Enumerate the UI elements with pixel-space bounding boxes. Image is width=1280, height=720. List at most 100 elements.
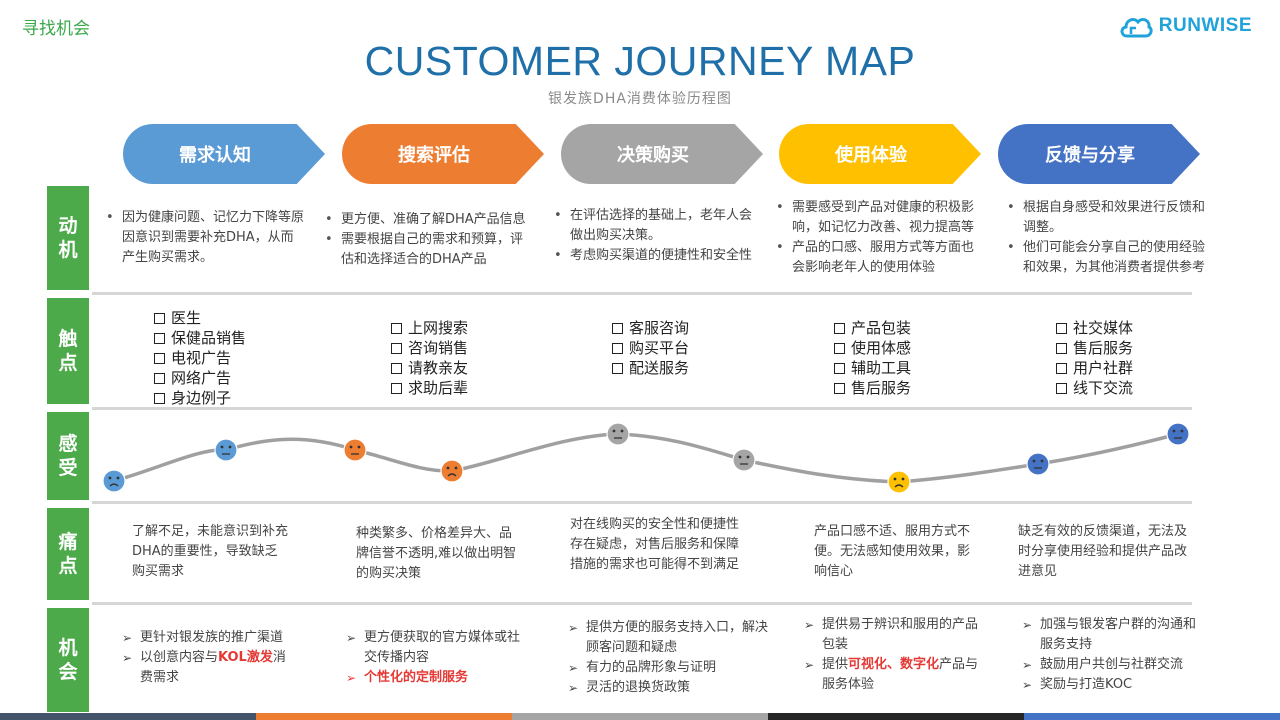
row-label-pain-points: 痛点 — [47, 508, 89, 600]
list-item: 奖励与打造KOC — [1022, 675, 1198, 695]
list-item: 购买平台 — [612, 338, 689, 358]
checkbox-icon — [154, 312, 165, 324]
runwise-logo: RUNWISE — [1119, 12, 1252, 40]
list-item: 使用体感 — [834, 338, 911, 358]
row-divider — [92, 292, 1192, 295]
list-item: 售后服务 — [834, 378, 911, 398]
list-item: 个性化的定制服务 — [346, 668, 524, 688]
stage-feedback-share: 反馈与分享 — [998, 124, 1200, 184]
checkbox-icon — [612, 362, 623, 374]
checkbox-icon — [391, 342, 402, 354]
list-item: 网络广告 — [154, 368, 246, 388]
list-item: 提供方便的服务支持入口，解决顾客问题和疑虑 — [568, 618, 768, 658]
pain-point-5: 缺乏有效的反馈渠道，无法及时分享使用经验和提供产品改进意见 — [1018, 524, 1188, 579]
list-item: 上网搜索 — [391, 318, 468, 338]
emotion-face-neutral-icon — [606, 422, 630, 446]
list-item: 产品包装 — [834, 318, 911, 338]
checkbox-icon — [154, 352, 165, 364]
row-divider — [92, 501, 1192, 504]
checkbox-icon — [1056, 382, 1067, 394]
list-item: 请教亲友 — [391, 358, 468, 378]
stage-demand-awareness: 需求认知 — [123, 124, 325, 184]
list-item: 他们可能会分享自己的使用经验和效果，为其他消费者提供参考 — [1005, 238, 1211, 278]
emotion-face-sad-icon — [887, 470, 911, 494]
emotion-face-sad-icon — [102, 469, 126, 493]
list-item: 需要根据自己的需求和预算，评估和选择适合的DHA产品 — [323, 230, 531, 270]
emotion-face-neutral-icon — [1026, 452, 1050, 476]
checkbox-icon — [154, 392, 165, 404]
checkbox-icon — [834, 362, 845, 374]
stage-usage-experience: 使用体验 — [779, 124, 981, 184]
checkbox-icon — [391, 382, 402, 394]
list-item: 辅助工具 — [834, 358, 911, 378]
stage-decision-purchase: 决策购买 — [561, 124, 763, 184]
list-item: 身边例子 — [154, 388, 246, 408]
row-label-feelings: 感受 — [47, 412, 89, 500]
checkbox-icon — [834, 322, 845, 334]
row-label-touchpoints: 触点 — [47, 298, 89, 404]
emotion-face-neutral-icon — [214, 438, 238, 462]
emotion-face-neutral-icon — [732, 448, 756, 472]
list-item: 需要感受到产品对健康的积极影响，如记忆力改善、视力提高等 — [774, 198, 984, 238]
list-item: 产品的口感、服用方式等方面也会影响老年人的使用体验 — [774, 238, 984, 278]
touchpoints-list-5: 社交媒体 售后服务 用户社群 线下交流 — [1056, 318, 1133, 398]
pain-point-4: 产品口感不适、服用方式不便。无法感知使用效果，影响信心 — [814, 524, 971, 579]
logo-text: RUNWISE — [1158, 15, 1252, 36]
list-item: 考虑购买渠道的便捷性和安全性 — [552, 246, 756, 266]
list-item: 有力的品牌形象与证明 — [568, 658, 768, 678]
checkbox-icon — [1056, 322, 1067, 334]
list-item: 以创意内容与KOL激发消费需求 — [122, 648, 298, 688]
list-item: 配送服务 — [612, 358, 689, 378]
list-item: 根据自身感受和效果进行反馈和调整。 — [1005, 198, 1211, 238]
list-item: 灵活的退换货政策 — [568, 678, 768, 698]
checkbox-icon — [1056, 342, 1067, 354]
motivation-cell-5: 根据自身感受和效果进行反馈和调整。他们可能会分享自己的使用经验和效果，为其他消费… — [1005, 198, 1211, 278]
list-item: 因为健康问题、记忆力下降等原因意识到需要补充DHA，从而产生购买需求。 — [104, 208, 304, 268]
motivation-cell-1: 因为健康问题、记忆力下降等原因意识到需要补充DHA，从而产生购买需求。 — [104, 208, 304, 268]
footer-bar-segment — [0, 713, 256, 720]
list-item: 咨询销售 — [391, 338, 468, 358]
list-item: 电视广告 — [154, 348, 246, 368]
corner-title: 寻找机会 — [22, 19, 90, 39]
list-item: 线下交流 — [1056, 378, 1133, 398]
list-item: 加强与银发客户群的沟通和服务支持 — [1022, 615, 1198, 655]
page-title: CUSTOMER JOURNEY MAP — [364, 38, 916, 84]
motivation-cell-3: 在评估选择的基础上，老年人会做出购买决策。考虑购买渠道的便捷性和安全性 — [552, 206, 756, 266]
checkbox-icon — [154, 332, 165, 344]
row-label-opportunity: 机会 — [47, 608, 89, 712]
row-divider — [92, 602, 1192, 605]
cloud-logo-icon — [1120, 18, 1153, 38]
checkbox-icon — [612, 342, 623, 354]
row-divider — [92, 407, 1192, 410]
footer-bar-segment — [512, 713, 768, 720]
list-item: 在评估选择的基础上，老年人会做出购买决策。 — [552, 206, 756, 246]
emotion-face-neutral-icon — [1166, 422, 1190, 446]
opportunity-cell-1: 更针对银发族的推广渠道 以创意内容与KOL激发消费需求 — [122, 628, 298, 688]
opportunity-cell-3: 提供方便的服务支持入口，解决顾客问题和疑虑 有力的品牌形象与证明 灵活的退换货政… — [568, 618, 768, 698]
opportunity-cell-2: 更方便获取的官方媒体或社交传播内容 个性化的定制服务 — [346, 628, 524, 688]
checkbox-icon — [391, 362, 402, 374]
footer-bar-segment — [1024, 713, 1280, 720]
list-item: 社交媒体 — [1056, 318, 1133, 338]
checkbox-icon — [612, 322, 623, 334]
opportunity-cell-4: 提供易于辨识和服用的产品包装 提供可视化、数字化产品与服务体验 — [804, 615, 990, 695]
list-item: 用户社群 — [1056, 358, 1133, 378]
touchpoints-list-4: 产品包装 使用体感 辅助工具 售后服务 — [834, 318, 911, 398]
list-item: 鼓励用户共创与社群交流 — [1022, 655, 1198, 675]
list-item: 求助后辈 — [391, 378, 468, 398]
checkbox-icon — [834, 382, 845, 394]
pain-point-1: 了解不足，未能意识到补充DHA的重要性，导致缺乏购买需求 — [132, 524, 289, 579]
touchpoints-list-2: 上网搜索 咨询销售 请教亲友 求助后辈 — [391, 318, 468, 398]
list-item: 更方便获取的官方媒体或社交传播内容 — [346, 628, 524, 668]
list-item: 提供可视化、数字化产品与服务体验 — [804, 655, 990, 695]
emotion-face-sad-icon — [440, 459, 464, 483]
checkbox-icon — [834, 342, 845, 354]
touchpoints-list-1: 医生 保健品销售 电视广告 网络广告 身边例子 — [154, 308, 246, 408]
pain-point-2: 种类繁多、价格差异大、品牌信誉不透明,难以做出明智的购买决策 — [356, 526, 517, 581]
motivation-cell-4: 需要感受到产品对健康的积极影响，如记忆力改善、视力提高等产品的口感、服用方式等方… — [774, 198, 984, 278]
list-item: 客服咨询 — [612, 318, 689, 338]
list-item: 提供易于辨识和服用的产品包装 — [804, 615, 990, 655]
page-subtitle: 银发族DHA消费体验历程图 — [548, 91, 732, 107]
row-label-motivation: 动机 — [47, 186, 89, 290]
footer-bar-segment — [768, 713, 1024, 720]
